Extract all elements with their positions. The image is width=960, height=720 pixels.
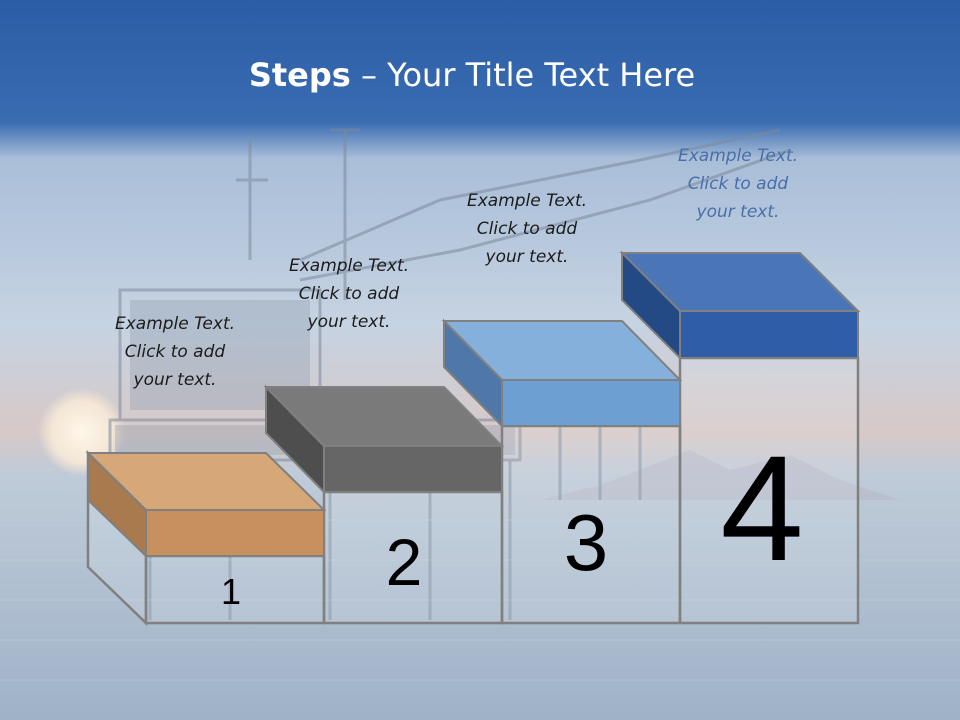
caption-line: Example Text.	[114, 314, 236, 334]
caption-line: Click to add	[298, 284, 400, 304]
step-2-caption[interactable]: Example Text. Click to add your text.	[259, 252, 439, 336]
step-3-block[interactable]	[441, 318, 683, 429]
step-3-caption[interactable]: Example Text. Click to add your text.	[437, 187, 617, 271]
step-2-number: 2	[386, 525, 423, 599]
slide-title[interactable]: Steps – Your Title Text Here	[0, 56, 944, 94]
step-1-number: 1	[221, 571, 241, 612]
slide-title-rest: – Your Title Text Here	[350, 56, 696, 94]
step-4-caption[interactable]: Example Text. Click to add your text.	[648, 142, 828, 226]
step-1-block[interactable]	[85, 450, 327, 559]
step-1-caption[interactable]: Example Text. Click to add your text.	[85, 310, 265, 394]
step-4-block[interactable]	[619, 250, 861, 361]
caption-line: Example Text.	[466, 191, 588, 211]
caption-line: Click to add	[687, 174, 789, 194]
caption-line: your text.	[696, 202, 780, 222]
step-3-number: 3	[564, 498, 609, 587]
caption-line: Click to add	[124, 342, 226, 362]
caption-line: your text.	[485, 247, 569, 267]
caption-line: Example Text.	[288, 256, 410, 276]
caption-line: your text.	[307, 312, 391, 332]
step-2-block[interactable]	[263, 384, 505, 495]
caption-line: your text.	[133, 370, 217, 390]
slide-title-bold: Steps	[248, 56, 351, 94]
caption-line: Example Text.	[677, 146, 799, 166]
caption-line: Click to add	[476, 219, 578, 239]
step-4-number: 4	[720, 424, 803, 592]
